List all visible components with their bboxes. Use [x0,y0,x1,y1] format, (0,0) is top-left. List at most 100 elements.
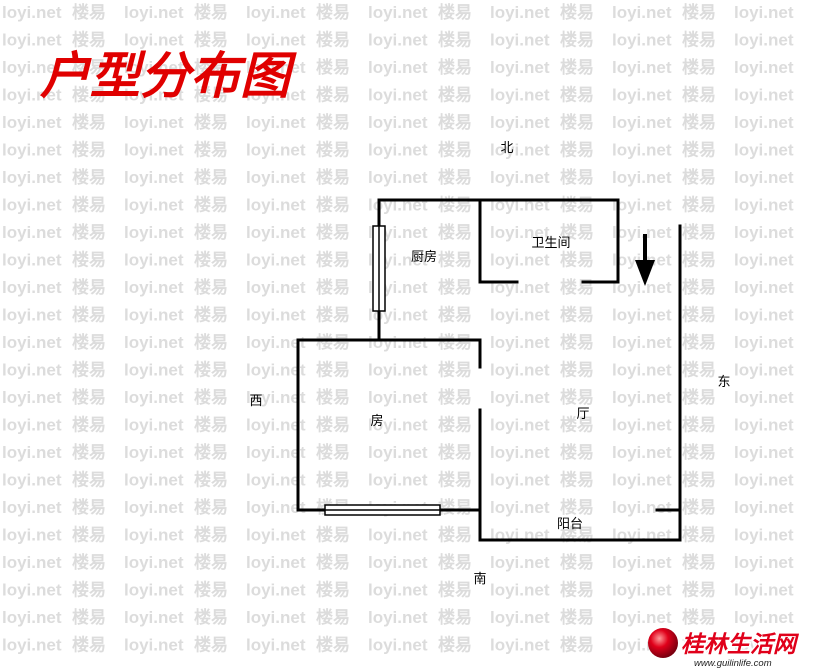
watermark-text: 楼易 [438,442,472,462]
watermark-text: loyi.net [734,361,794,380]
watermark-text: loyi.net [612,113,672,132]
watermark-text: loyi.net [2,3,62,22]
room-label-living-room: 厅 [576,407,589,422]
watermark-text: 楼易 [194,360,228,380]
watermark-text: 楼易 [316,305,350,325]
watermark-text: loyi.net [612,196,672,215]
watermark-text: loyi.net [612,168,672,187]
watermark-text: loyi.net [2,86,62,105]
watermark-text: loyi.net [124,361,184,380]
watermark-text: loyi.net [124,553,184,572]
watermark-text: 楼易 [560,470,594,490]
watermark-text: loyi.net [734,388,794,407]
watermark-text: 楼易 [316,2,350,22]
watermark-text: 楼易 [316,635,350,655]
watermark-text: loyi.net [612,498,672,517]
watermark-text: loyi.net [368,388,428,407]
watermark-text: loyi.net [490,113,550,132]
watermark-text: 楼易 [560,112,594,132]
watermark-text: loyi.net [490,3,550,22]
watermark-text: 楼易 [560,250,594,270]
watermark-text: loyi.net [490,333,550,352]
watermark-text: loyi.net [124,278,184,297]
watermark-text: 楼易 [682,580,716,600]
watermark-text: loyi.net [368,471,428,490]
watermark-text: 楼易 [316,332,350,352]
watermark-text: loyi.net [734,443,794,462]
watermark-text: 楼易 [560,360,594,380]
watermark-text: 楼易 [560,85,594,105]
watermark-text: loyi.net [490,388,550,407]
watermark-text: 楼易 [72,415,106,435]
watermark-text: 楼易 [194,387,228,407]
watermark-text: 楼易 [72,85,106,105]
watermark-text: loyi.net [490,553,550,572]
watermark-text: loyi.net [734,141,794,160]
watermark-text: loyi.net [490,498,550,517]
watermark-text: 楼易 [438,360,472,380]
watermark-text: 楼易 [438,195,472,215]
watermark-text: loyi.net [734,526,794,545]
watermark-text: 楼易 [72,497,106,517]
watermark-text: loyi.net [734,416,794,435]
watermark-text: loyi.net [124,168,184,187]
watermark-text: loyi.net [368,416,428,435]
compass-east: 东 [717,375,730,390]
watermark-text: loyi.net [734,333,794,352]
watermark-text: loyi.net [490,141,550,160]
red-sphere-icon [648,628,678,658]
watermark-text: loyi.net [734,251,794,270]
watermark-text: loyi.net [612,526,672,545]
logo-name: 桂林生活网 [681,632,800,658]
watermark-text: loyi.net [368,141,428,160]
watermark-text: loyi.net [246,416,306,435]
watermark-text: loyi.net [490,196,550,215]
watermark-text: loyi.net [368,526,428,545]
watermark-text: loyi.net [490,86,550,105]
watermark-text: 楼易 [316,387,350,407]
watermark-text: loyi.net [124,223,184,242]
watermark-text: 楼易 [438,222,472,242]
watermark-text: 楼易 [72,305,106,325]
watermark-text: 楼易 [682,250,716,270]
watermark-text: loyi.net [612,361,672,380]
watermark-text: 楼易 [560,2,594,22]
watermark-text: 楼易 [72,140,106,160]
watermark-text: 楼易 [316,222,350,242]
watermark-text: loyi.net [368,333,428,352]
watermark-text: loyi.net [246,196,306,215]
watermark-text: loyi.net [490,471,550,490]
compass-north: 北 [500,141,513,156]
watermark-text: 楼易 [316,30,350,50]
watermark-text: 楼易 [438,305,472,325]
watermark-text: loyi.net [124,141,184,160]
watermark-text: 楼易 [560,580,594,600]
watermark-text: loyi.net [2,278,62,297]
watermark-text: loyi.net [490,636,550,655]
watermark-text: 楼易 [560,635,594,655]
watermark-text: 楼易 [194,30,228,50]
watermark-text: 楼易 [194,57,228,77]
watermark-text: loyi.net [246,3,306,22]
watermark-text: loyi.net [612,223,672,242]
watermark-text: 楼易 [438,167,472,187]
watermark-text: 楼易 [682,360,716,380]
room-label-bathroom: 卫生间 [531,236,570,251]
watermark-text: loyi.net [612,471,672,490]
watermark-text: 楼易 [682,140,716,160]
watermark-text: loyi.net [490,581,550,600]
watermark-text: loyi.net [734,636,794,655]
watermark-text: loyi.net [124,526,184,545]
watermark-text: 楼易 [194,195,228,215]
watermark-text: loyi.net [246,361,306,380]
watermark-text: 楼易 [682,305,716,325]
kitchen-window [372,225,386,312]
watermark-text: 楼易 [72,635,106,655]
watermark-text: loyi.net [246,471,306,490]
watermark-text: loyi.net [490,526,550,545]
watermark-text: loyi.net [2,526,62,545]
watermark-text: loyi.net [368,443,428,462]
watermark-text: loyi.net [246,31,306,50]
watermark-text: 楼易 [316,442,350,462]
